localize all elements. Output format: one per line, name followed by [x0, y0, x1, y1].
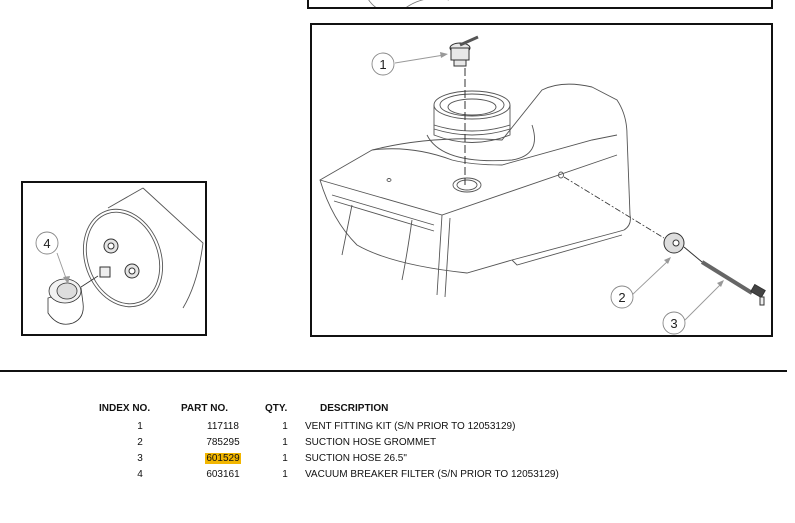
tank-drawing-partial [368, 0, 449, 7]
header-qty: QTY. [265, 403, 288, 414]
svg-text:4: 4 [43, 236, 50, 251]
diagram-frame-detail: 4 [21, 181, 207, 336]
qty: 1 [282, 453, 288, 464]
callout-4 [35, 231, 59, 255]
diagram-frame-top [307, 0, 773, 9]
callout-3 [662, 311, 686, 335]
qty: 1 [282, 437, 288, 448]
highlighted-part-no: 601529 [205, 453, 241, 464]
part-no: 601529 [181, 452, 265, 468]
callout-1 [371, 52, 395, 76]
header-index-no: INDEX NO. [99, 403, 151, 414]
part-no: 117118 [207, 421, 239, 432]
callout-2 [610, 285, 634, 309]
table-row: 1 117118 1 VENT FITTING KIT (S/N PRIOR T… [99, 420, 559, 436]
description: VACUUM BREAKER FILTER (S/N PRIOR TO 1205… [305, 469, 559, 480]
diagram-frame-main: 1 2 3 [310, 23, 773, 337]
description: VENT FITTING KIT (S/N PRIOR TO 12053129) [305, 421, 516, 432]
part-no: 785295 [206, 437, 240, 448]
index-no: 4 [137, 469, 143, 480]
description: SUCTION HOSE 26.5" [305, 453, 407, 464]
qty: 1 [282, 421, 288, 432]
description: SUCTION HOSE GROMMET [305, 437, 437, 448]
index-no: 1 [137, 421, 143, 432]
header-part-no: PART NO. [181, 403, 229, 414]
table-row: 4 603161 1 VACUUM BREAKER FILTER (S/N PR… [99, 468, 559, 484]
index-no: 2 [137, 437, 143, 448]
part-no: 603161 [206, 469, 240, 480]
index-no: 3 [137, 453, 143, 464]
table-row: 2 785295 1 SUCTION HOSE GROMMET [99, 436, 559, 452]
table-row: 3 601529 1 SUCTION HOSE 26.5" [99, 452, 559, 468]
vacuum-breaker-detail-view: 4 [35, 187, 204, 325]
header-description: DESCRIPTION [320, 403, 389, 414]
parts-table-header: INDEX NO. PART NO. QTY. DESCRIPTION [99, 403, 559, 420]
svg-text:3: 3 [670, 316, 677, 331]
svg-text:2: 2 [618, 290, 625, 305]
recovery-tank-exploded-view: 1 2 3 [319, 35, 766, 335]
svg-text:1: 1 [379, 57, 386, 72]
parts-table: INDEX NO. PART NO. QTY. DESCRIPTION 1 11… [99, 403, 559, 484]
section-divider [0, 370, 787, 372]
qty: 1 [282, 469, 288, 480]
